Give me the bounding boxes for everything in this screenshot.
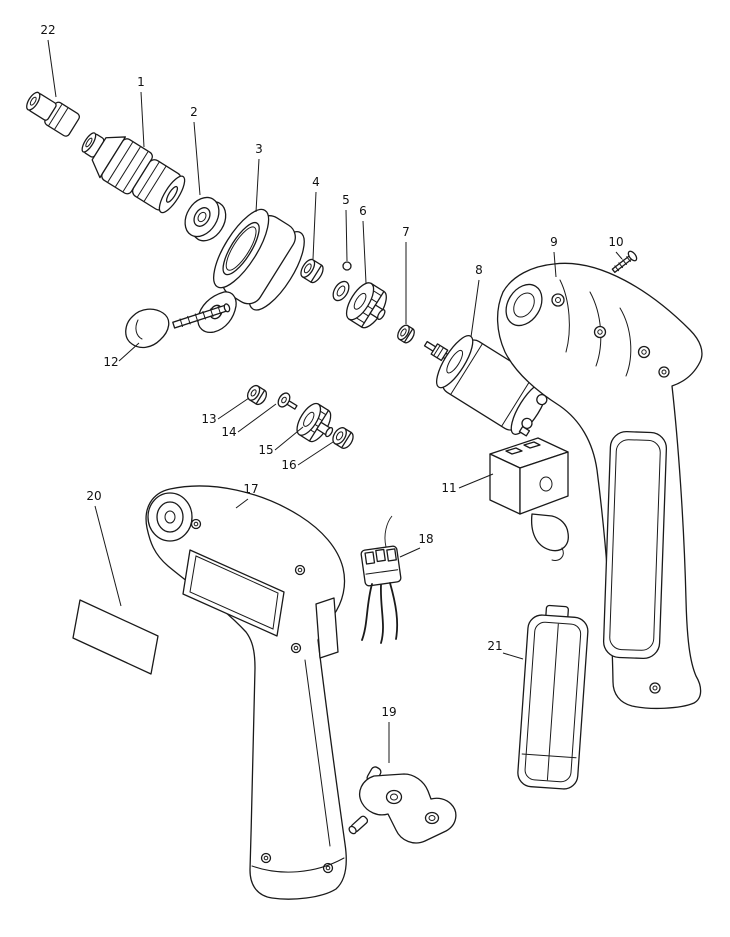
leader-line-13 [217, 397, 250, 420]
part-label-6: 6 [359, 204, 367, 218]
part-housing-right [496, 262, 703, 710]
leader-line-18 [399, 547, 421, 558]
leader-line-8 [470, 279, 480, 338]
leader-line-17 [235, 498, 249, 509]
part-label-19: 19 [381, 705, 396, 719]
part-nut-small [246, 384, 268, 406]
part-steel-ball [342, 261, 352, 271]
part-label-14: 14 [221, 425, 236, 439]
part-shift-lever [348, 766, 457, 844]
part-lock-nut [397, 324, 415, 344]
part-label-2: 2 [190, 105, 198, 119]
leader-line-6 [362, 220, 367, 284]
part-pinion-washer [277, 392, 298, 410]
part-label-15: 15 [258, 443, 273, 457]
part-bit-holder [26, 91, 80, 137]
part-screw [611, 250, 638, 273]
part-switch [489, 437, 569, 561]
part-label-12: 12 [103, 355, 118, 369]
part-clamp-knob [125, 303, 231, 349]
leader-line-20 [94, 505, 122, 607]
leader-line-9 [553, 251, 557, 278]
leader-line-4 [312, 191, 317, 260]
leader-line-12 [118, 342, 140, 362]
part-label-22: 22 [40, 23, 55, 37]
part-drill-chuck [81, 132, 186, 214]
part-housing-left [145, 485, 347, 900]
part-battery [517, 604, 589, 790]
part-terminal-block [360, 515, 402, 644]
part-label-5: 5 [342, 193, 350, 207]
leader-line-22 [47, 39, 57, 98]
part-label-16: 16 [281, 458, 296, 472]
leader-line-16 [297, 441, 334, 466]
part-nameplate [72, 599, 159, 675]
part-label-3: 3 [255, 142, 263, 156]
leader-line-21 [502, 652, 524, 660]
leader-line-3 [255, 158, 260, 213]
part-label-4: 4 [312, 175, 320, 189]
part-label-9: 9 [550, 235, 558, 249]
part-spacer-ring [184, 196, 227, 242]
part-label-11: 11 [441, 481, 456, 495]
leader-line-5 [345, 209, 348, 262]
part-bushing [300, 258, 324, 284]
part-label-13: 13 [201, 412, 216, 426]
part-label-17: 17 [243, 482, 258, 496]
part-label-10: 10 [608, 235, 623, 249]
leader-line-11 [458, 473, 494, 489]
leader-line-15 [274, 426, 304, 451]
leader-line-1 [140, 91, 145, 148]
part-label-18: 18 [418, 532, 433, 546]
leader-line-14 [237, 403, 277, 433]
leader-line-10 [615, 251, 623, 260]
part-label-20: 20 [86, 489, 101, 503]
part-bushing-small [332, 427, 354, 449]
leader-line-2 [193, 121, 201, 196]
part-label-21: 21 [487, 639, 502, 653]
part-label-7: 7 [402, 225, 410, 239]
part-label-1: 1 [137, 75, 145, 89]
part-gear-housing [197, 208, 305, 334]
part-spur-gear [332, 280, 387, 329]
part-label-8: 8 [475, 263, 483, 277]
